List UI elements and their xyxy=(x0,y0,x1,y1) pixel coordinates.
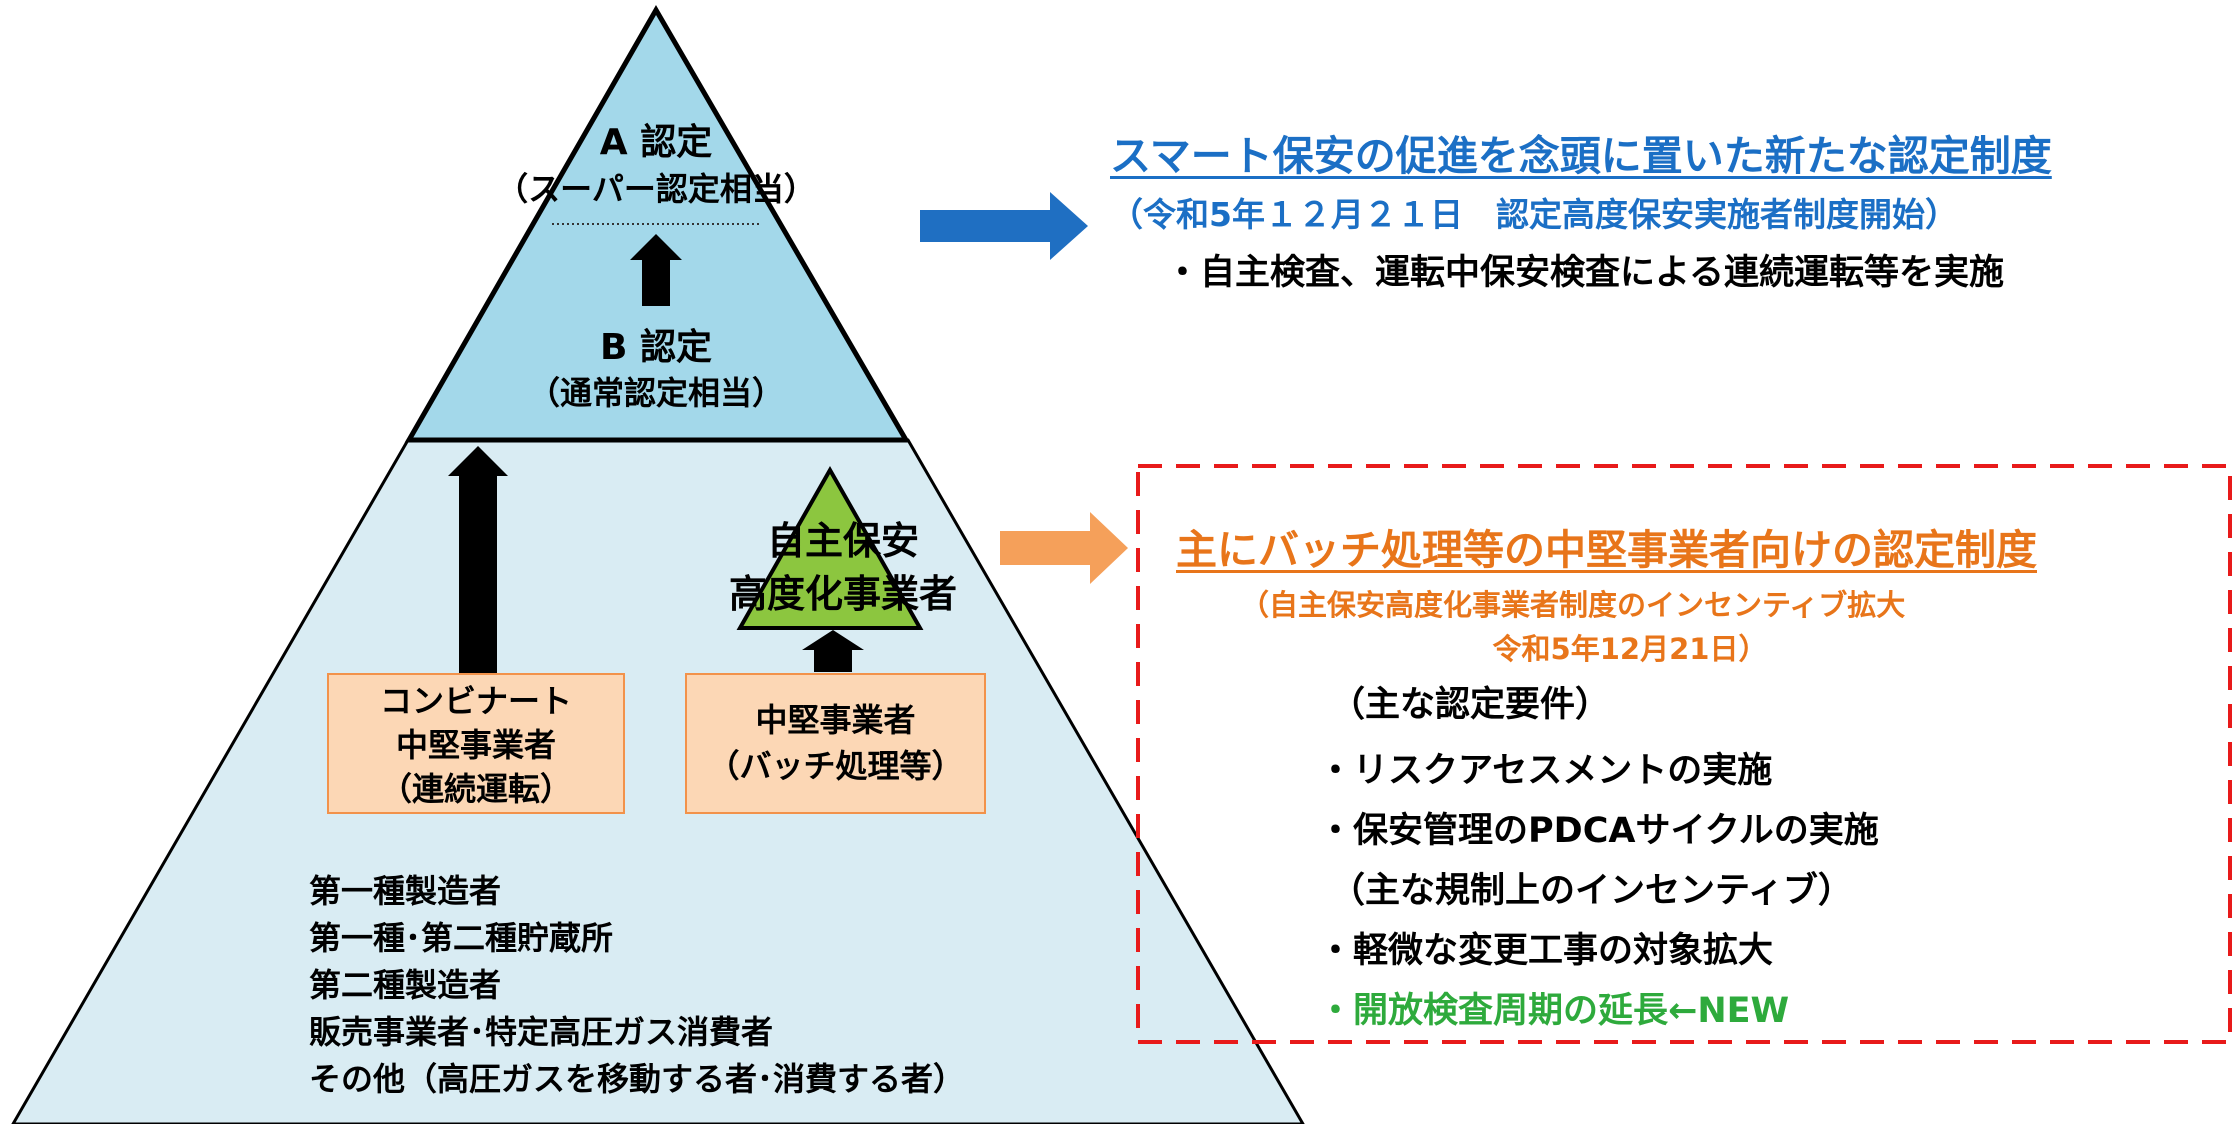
tier-b-subtitle: （通常認定相当） xyxy=(527,374,785,412)
smart-item: ・自主検査、運転中保安検査による連続運転等を実施 xyxy=(1165,253,2004,293)
base-line: 販売事業者･特定高圧ガス消費者 xyxy=(309,1013,774,1051)
requirement-item: ・保安管理のPDCAサイクルの実施 xyxy=(1318,811,1879,851)
kombinat-box: コンビナート 中堅事業者 （連続運転） xyxy=(327,673,625,814)
incentive-item: ・軽微な変更工事の対象拡大 xyxy=(1318,931,1774,971)
base-line: 第一種製造者 xyxy=(309,872,502,910)
batch-subtitle-1: （自主保安高度化事業者制度のインセンティブ拡大 xyxy=(1240,588,1906,622)
tier-a-subtitle: （スーパー認定相当） xyxy=(496,170,816,208)
midsize-box: 中堅事業者 （バッチ処理等） xyxy=(685,673,986,814)
advanced-label-line1: 自主保安 xyxy=(766,519,920,563)
kombinat-line2: 中堅事業者 xyxy=(395,726,556,764)
midsize-line2: （バッチ処理等） xyxy=(707,747,964,785)
tier-a-title: A 認定 xyxy=(599,122,713,163)
kombinat-line1: コンビナート xyxy=(379,682,572,720)
incentive-new-item: ・開放検査周期の延長←NEW xyxy=(1318,991,1790,1031)
advanced-triangle xyxy=(736,465,924,630)
kombinat-line3: （連続運転） xyxy=(379,770,572,808)
tier-b-title: B 認定 xyxy=(600,327,712,368)
midsize-line1: 中堅事業者 xyxy=(755,701,916,739)
requirement-item: ・リスクアセスメントの実施 xyxy=(1318,751,1773,791)
blue-right-arrow xyxy=(920,192,1088,260)
orange-right-arrow xyxy=(1000,512,1128,584)
smart-title: スマート保安の促進を念頭に置いた新たな認定制度 xyxy=(1110,132,2052,180)
up-arrow-midsize xyxy=(802,630,864,672)
up-arrow-kombinat xyxy=(448,446,508,676)
batch-dashed-box xyxy=(1136,464,2232,1044)
base-line: 第一種･第二種貯蔵所 xyxy=(309,919,614,957)
batch-subtitle-2: 令和5年12月21日） xyxy=(1492,632,1768,666)
base-list: 第一種製造者 第一種･第二種貯蔵所 第二種製造者 販売事業者･特定高圧ガス消費者… xyxy=(309,868,965,1103)
base-line: その他（高圧ガスを移動する者･消費する者） xyxy=(309,1060,966,1098)
advanced-label-line2: 高度化事業者 xyxy=(728,572,958,616)
batch-title: 主にバッチ処理等の中堅事業者向けの認定制度 xyxy=(1176,526,2037,574)
smart-subtitle: （令和5年１２月２１日 認定高度保安実施者制度開始） xyxy=(1110,195,1958,234)
incentives-header: （主な規制上のインセンティブ） xyxy=(1330,871,1853,911)
base-line: 第二種製造者 xyxy=(309,966,502,1004)
up-arrow-b-to-a xyxy=(630,234,682,306)
requirements-header: （主な認定要件） xyxy=(1330,685,1611,725)
